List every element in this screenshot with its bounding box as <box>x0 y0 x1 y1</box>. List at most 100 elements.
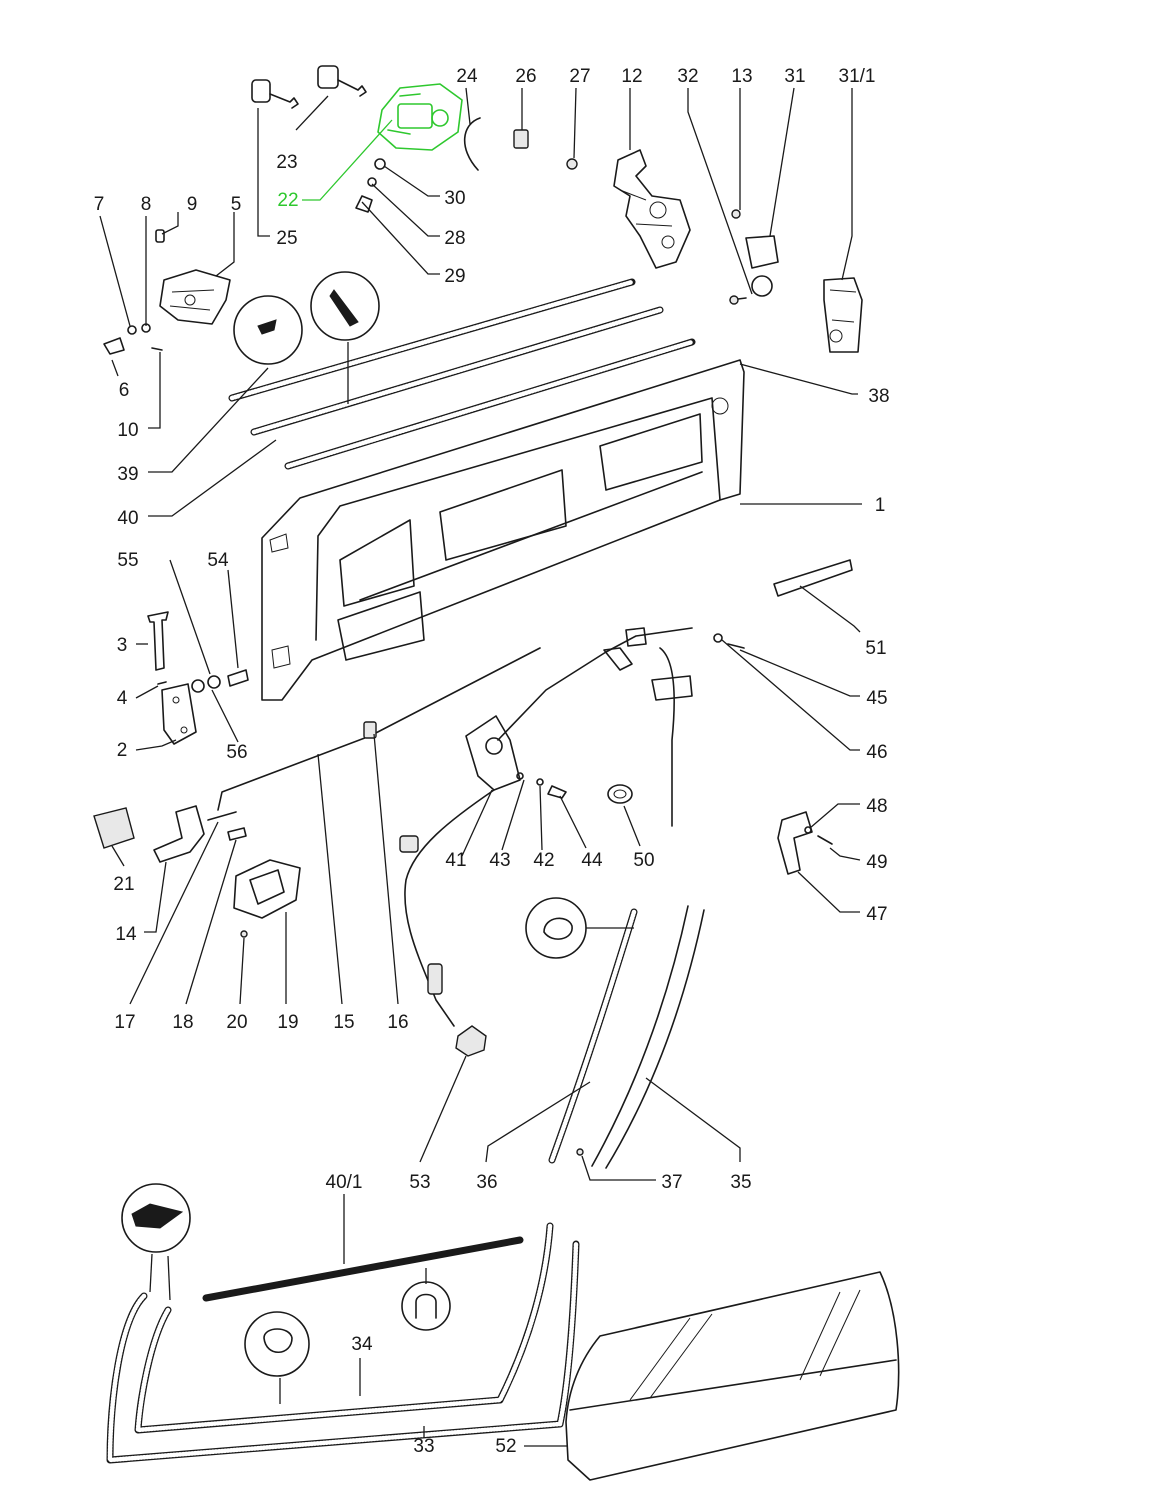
label-15: 15 <box>333 1012 354 1033</box>
label-18: 18 <box>172 1012 193 1033</box>
label-27: 27 <box>569 66 590 87</box>
label-4: 4 <box>117 688 128 709</box>
washer-56 <box>191 675 221 693</box>
seal-ring-50 <box>607 784 633 804</box>
label-44: 44 <box>581 850 603 871</box>
label-6: 6 <box>119 380 130 401</box>
screw-13 <box>731 209 741 219</box>
label-37: 37 <box>661 1172 682 1193</box>
label-31: 31 <box>784 66 805 87</box>
label-1: 1 <box>875 495 886 516</box>
label-9: 9 <box>187 194 198 215</box>
bolt-54 <box>227 669 249 687</box>
key-23 <box>317 65 367 97</box>
hinge-pin-3 <box>147 611 169 671</box>
label-31-1: 31/1 <box>839 66 876 87</box>
label-7: 7 <box>94 194 105 215</box>
window-crank-47 <box>777 811 813 875</box>
leader-lines <box>99 87 862 1447</box>
label-49: 49 <box>866 852 887 873</box>
label-50: 50 <box>633 850 654 871</box>
label-43: 43 <box>489 850 510 871</box>
label-47: 47 <box>866 904 887 925</box>
label-17: 17 <box>114 1012 135 1033</box>
label-30: 30 <box>444 188 465 209</box>
washers-45-46 <box>713 633 745 649</box>
label-51: 51 <box>865 638 886 659</box>
screw-37 <box>576 1148 584 1156</box>
clip-10 <box>151 347 163 351</box>
clip-16 <box>363 721 377 739</box>
profile-circle-40-1 <box>401 1281 451 1331</box>
label-22: 22 <box>277 190 298 211</box>
regulator-mechanism-41 <box>399 627 693 1027</box>
door-seal-34 <box>134 1222 554 1434</box>
label-26: 26 <box>515 66 536 87</box>
label-52: 52 <box>495 1436 516 1457</box>
label-24: 24 <box>456 66 478 87</box>
channel-strip-38 <box>284 338 696 470</box>
label-3: 3 <box>117 635 128 656</box>
profile-circle-33 <box>121 1183 191 1253</box>
pin-9 <box>155 229 165 243</box>
label-39: 39 <box>117 464 138 485</box>
inner-latch-5 <box>159 269 231 325</box>
label-33: 33 <box>413 1436 434 1457</box>
nut-27 <box>566 158 578 170</box>
screw-20 <box>240 930 248 938</box>
label-46: 46 <box>866 742 887 763</box>
label-45: 45 <box>866 688 887 709</box>
clip-4 <box>157 681 167 685</box>
lock-cylinder-22 <box>377 83 463 151</box>
nut-53 <box>455 1025 487 1057</box>
key-25 <box>251 79 299 109</box>
label-55: 55 <box>117 550 138 571</box>
screw-18 <box>227 827 247 841</box>
washers-7-8 <box>127 323 151 335</box>
label-56: 56 <box>226 742 247 763</box>
handle-recess-19 <box>233 859 301 919</box>
trim-strip-40-1 <box>202 1236 524 1302</box>
bracket-51 <box>773 559 853 597</box>
door-seal-33 <box>106 1240 580 1464</box>
label-19: 19 <box>277 1012 298 1033</box>
pin-29 <box>355 195 373 213</box>
bolt-6 <box>103 337 125 355</box>
label-16: 16 <box>387 1012 408 1033</box>
label-40-1: 40/1 <box>326 1172 363 1193</box>
label-40: 40 <box>117 508 138 529</box>
clip-26 <box>513 129 529 149</box>
part-labels: 24 26 27 12 32 13 31 31/1 23 22 30 25 28… <box>94 66 890 1457</box>
screws-42-43-44 <box>516 772 567 799</box>
guide-rail-35 <box>591 905 705 1169</box>
label-54: 54 <box>207 550 229 571</box>
striker-plate-31 <box>745 235 779 297</box>
label-38: 38 <box>868 386 889 407</box>
guide-rail-36 <box>548 908 638 1164</box>
profile-circle-39 <box>233 295 303 365</box>
label-53: 53 <box>409 1172 430 1193</box>
label-25: 25 <box>276 228 297 249</box>
arc-seal-24 <box>463 117 481 171</box>
label-21: 21 <box>113 874 134 895</box>
label-32: 32 <box>677 66 698 87</box>
door-handle-14 <box>153 805 205 863</box>
screws-48-49 <box>804 826 833 845</box>
label-42: 42 <box>533 850 554 871</box>
label-14: 14 <box>115 924 137 945</box>
profile-circle-34 <box>244 1311 310 1377</box>
label-35: 35 <box>730 1172 751 1193</box>
label-36: 36 <box>476 1172 497 1193</box>
striker-31-1 <box>823 277 863 353</box>
profile-circle-36 <box>525 897 587 959</box>
handle-cover-21 <box>93 807 135 849</box>
label-8: 8 <box>141 194 152 215</box>
label-23: 23 <box>276 152 297 173</box>
label-34: 34 <box>351 1334 373 1355</box>
label-28: 28 <box>444 228 465 249</box>
washer-30 <box>374 158 386 170</box>
profile-circle-40 <box>310 271 380 341</box>
hinge-plate-2 <box>161 683 197 745</box>
door-shell-1 <box>261 359 745 701</box>
